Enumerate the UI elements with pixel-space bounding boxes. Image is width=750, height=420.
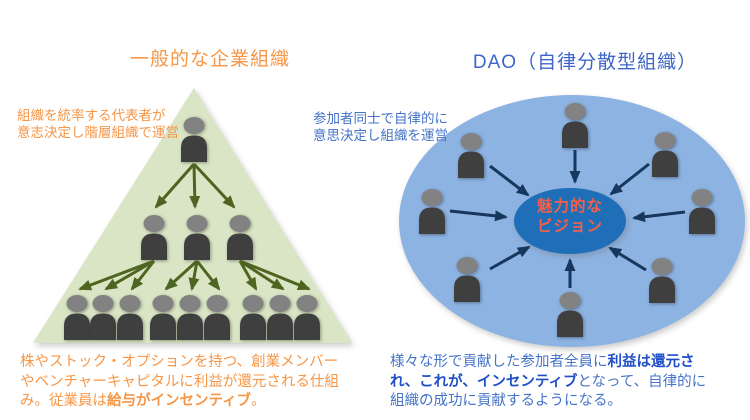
dao-caption: 様々な形で貢献した参加者全員に利益は還元され、これが、インセンティブとなって、自… [390, 353, 715, 412]
mid-down-arrow [195, 260, 221, 291]
member-person-icon [689, 189, 715, 234]
employee-person-icon [294, 295, 320, 340]
employee-person-icon [150, 295, 176, 340]
dao-diagram [399, 95, 745, 347]
top-down-arrow [189, 163, 201, 209]
employee-person-icon [267, 295, 293, 340]
dao-annotation: 参加者同士で自律的に 意思決定し組織を運営 [313, 110, 448, 144]
employee-person-icon [204, 295, 230, 340]
hierarchy-caption-tail: 。 [251, 393, 266, 409]
manager-person-icon [227, 215, 253, 260]
dao-annotation-line2: 意思決定し組織を運営 [313, 128, 448, 143]
mid-down-arrow [164, 259, 199, 291]
manager-person-icon [184, 215, 210, 260]
mid-down-arrow [188, 260, 200, 291]
hierarchy-caption: 株やストック・オプションを持つ、創業メンバーやベンチャーキャピタルに利益が還元さ… [20, 353, 352, 412]
hierarchy-caption-text: 株やストック・オプションを持つ、創業メンバーやベンチャーキャピタルに利益が還元さ… [20, 354, 339, 409]
member-person-icon [649, 258, 675, 303]
vision-ellipse [514, 188, 626, 254]
dao-caption-tail: となって、自律的に組織の成功に貢献するようになる。 [390, 373, 707, 410]
dao-caption-text: 様々な形で貢献した参加者全員に [390, 354, 608, 370]
member-person-icon [562, 103, 588, 148]
hierarchy-annotation: 組織を統率する代表者が 意志決定し階層組織で運営 [17, 107, 179, 141]
hierarchy-persons [64, 117, 320, 340]
member-person-icon [454, 257, 480, 302]
member-person-icon [652, 132, 678, 177]
employee-person-icon [240, 295, 266, 340]
vision-label: 魅力的な ビジョン [512, 197, 628, 237]
hierarchy-annotation-line2: 意志決定し階層組織で運営 [17, 125, 179, 140]
mid-down-arrow [104, 259, 155, 291]
left-panel-title: 一般的な企業組織 [129, 49, 290, 70]
employee-person-icon [64, 295, 90, 340]
member-person-icon [419, 189, 445, 234]
employee-person-icon [90, 295, 116, 340]
dao-annotation-line1: 参加者同士で自律的に [313, 111, 448, 126]
employee-person-icon [177, 295, 203, 340]
member-person-icon [458, 133, 484, 178]
member-to-vision-arrow [489, 164, 530, 197]
employee-person-icon [117, 295, 143, 340]
manager-person-icon [141, 215, 167, 260]
dao-caption-bold: 利益は還元され、これが、インセンティブ [390, 354, 695, 390]
member-to-vision-arrow [609, 162, 650, 196]
mid-down-arrow [238, 260, 258, 291]
member-to-vision-arrow [608, 246, 647, 272]
hierarchy-annotation-line1: 組織を統率する代表者が [17, 108, 166, 123]
right-panel-title: DAO（自律分散型組織） [472, 52, 698, 73]
member-to-vision-arrow [632, 210, 686, 223]
member-to-vision-arrow [449, 209, 508, 222]
top-down-arrow [192, 162, 236, 209]
hierarchy-diagram [33, 88, 352, 343]
member-to-vision-arrow [489, 245, 531, 271]
dao-arrows [449, 150, 686, 288]
leader-person-icon [181, 117, 207, 162]
hierarchy-arrows [78, 162, 311, 291]
mid-down-arrow [239, 259, 311, 291]
mid-down-arrow [239, 259, 285, 291]
vision-label-line2: ビジョン [536, 218, 603, 235]
mid-down-arrow [130, 260, 156, 291]
member-person-icon [557, 292, 583, 337]
hierarchy-caption-bold: 給与がインセンティブ [107, 393, 252, 409]
vision-label-line1: 魅力的な [536, 198, 603, 215]
mid-down-arrow [78, 259, 155, 291]
top-down-arrow [154, 163, 196, 209]
